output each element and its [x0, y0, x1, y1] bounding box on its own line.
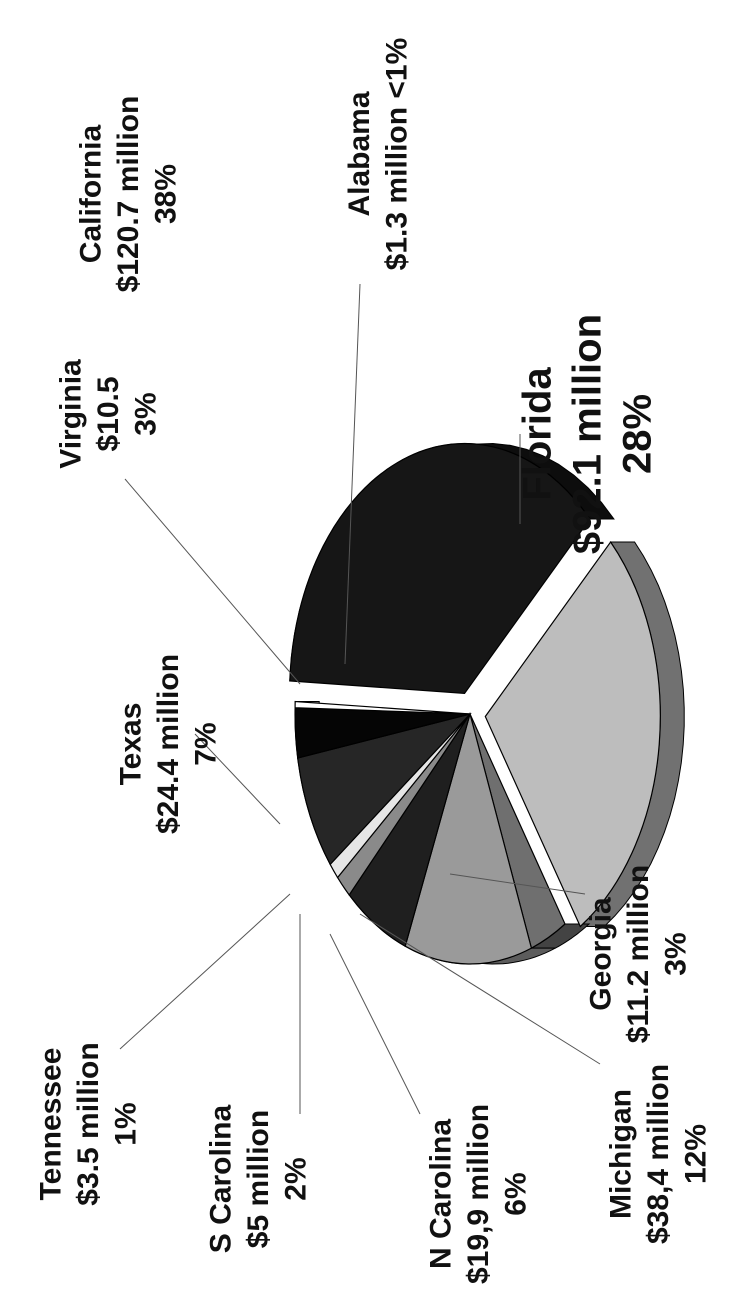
- leader-line-n-carolina: [329, 933, 421, 1115]
- pie-slice-michigan: [404, 711, 533, 965]
- slice-label-michigan-name: Michigan: [604, 1089, 637, 1219]
- slice-label-n-carolina-amount: $19,9 million: [462, 1104, 495, 1284]
- slice-label-n-carolina-percent: 6%: [499, 1172, 532, 1215]
- slice-label-virginia-amount: $10.5: [92, 376, 125, 451]
- slice-label-florida-name: Florida: [516, 367, 560, 501]
- slice-label-s-carolina-percent: 2%: [279, 1157, 312, 1200]
- slice-label-florida-percent: 28%: [616, 394, 660, 474]
- slice-label-california-name: California: [74, 125, 107, 264]
- pie-slice-florida: [484, 540, 661, 928]
- slice-label-california-percent: 38%: [149, 164, 182, 224]
- slice-label-alabama-amount: $1.3 million <1%: [381, 38, 414, 271]
- slice-label-virginia-name: Virginia: [54, 359, 87, 469]
- pie-slice-california: [289, 442, 591, 695]
- leader-line-georgia: [449, 873, 586, 895]
- slice-label-tennessee-percent: 1%: [109, 1102, 142, 1145]
- slice-label-virginia-percent: 3%: [129, 392, 162, 435]
- slice-label-michigan-amount: $38,4 million: [642, 1064, 675, 1244]
- slice-label-texas-name: Texas: [114, 703, 147, 786]
- slice-label-california-amount: $120.7 million: [112, 96, 145, 293]
- leader-line-alabama: [344, 283, 361, 665]
- leader-line-michigan: [359, 913, 601, 1065]
- slice-label-michigan-percent: 12%: [679, 1124, 712, 1184]
- leader-line-texas: [194, 733, 281, 825]
- pie-slice-texas: [297, 712, 472, 866]
- slice-label-georgia-percent: 3%: [659, 932, 692, 975]
- slice-label-texas-amount: $24.4 million: [152, 654, 185, 834]
- pie-slice-alabama: [294, 700, 471, 715]
- slice-label-alabama-name: Alabama: [343, 91, 376, 216]
- slice-label-s-carolina-name: S Carolina: [204, 1104, 237, 1253]
- slice-label-texas-percent: 7%: [189, 722, 222, 765]
- leader-line-virginia: [124, 478, 301, 685]
- slice-label-georgia-name: Georgia: [584, 897, 617, 1011]
- slice-label-tennessee-amount: $3.5 million: [72, 1042, 105, 1205]
- slice-label-florida-amount: $92.1 million: [566, 314, 610, 554]
- slice-label-n-carolina-name: N Carolina: [424, 1119, 457, 1269]
- slice-label-s-carolina-amount: $5 million: [242, 1110, 275, 1248]
- slice-label-tennessee-name: Tennessee: [34, 1048, 67, 1201]
- leader-line-tennessee: [119, 893, 291, 1050]
- slice-label-georgia-amount: $11.2 million: [622, 865, 655, 1043]
